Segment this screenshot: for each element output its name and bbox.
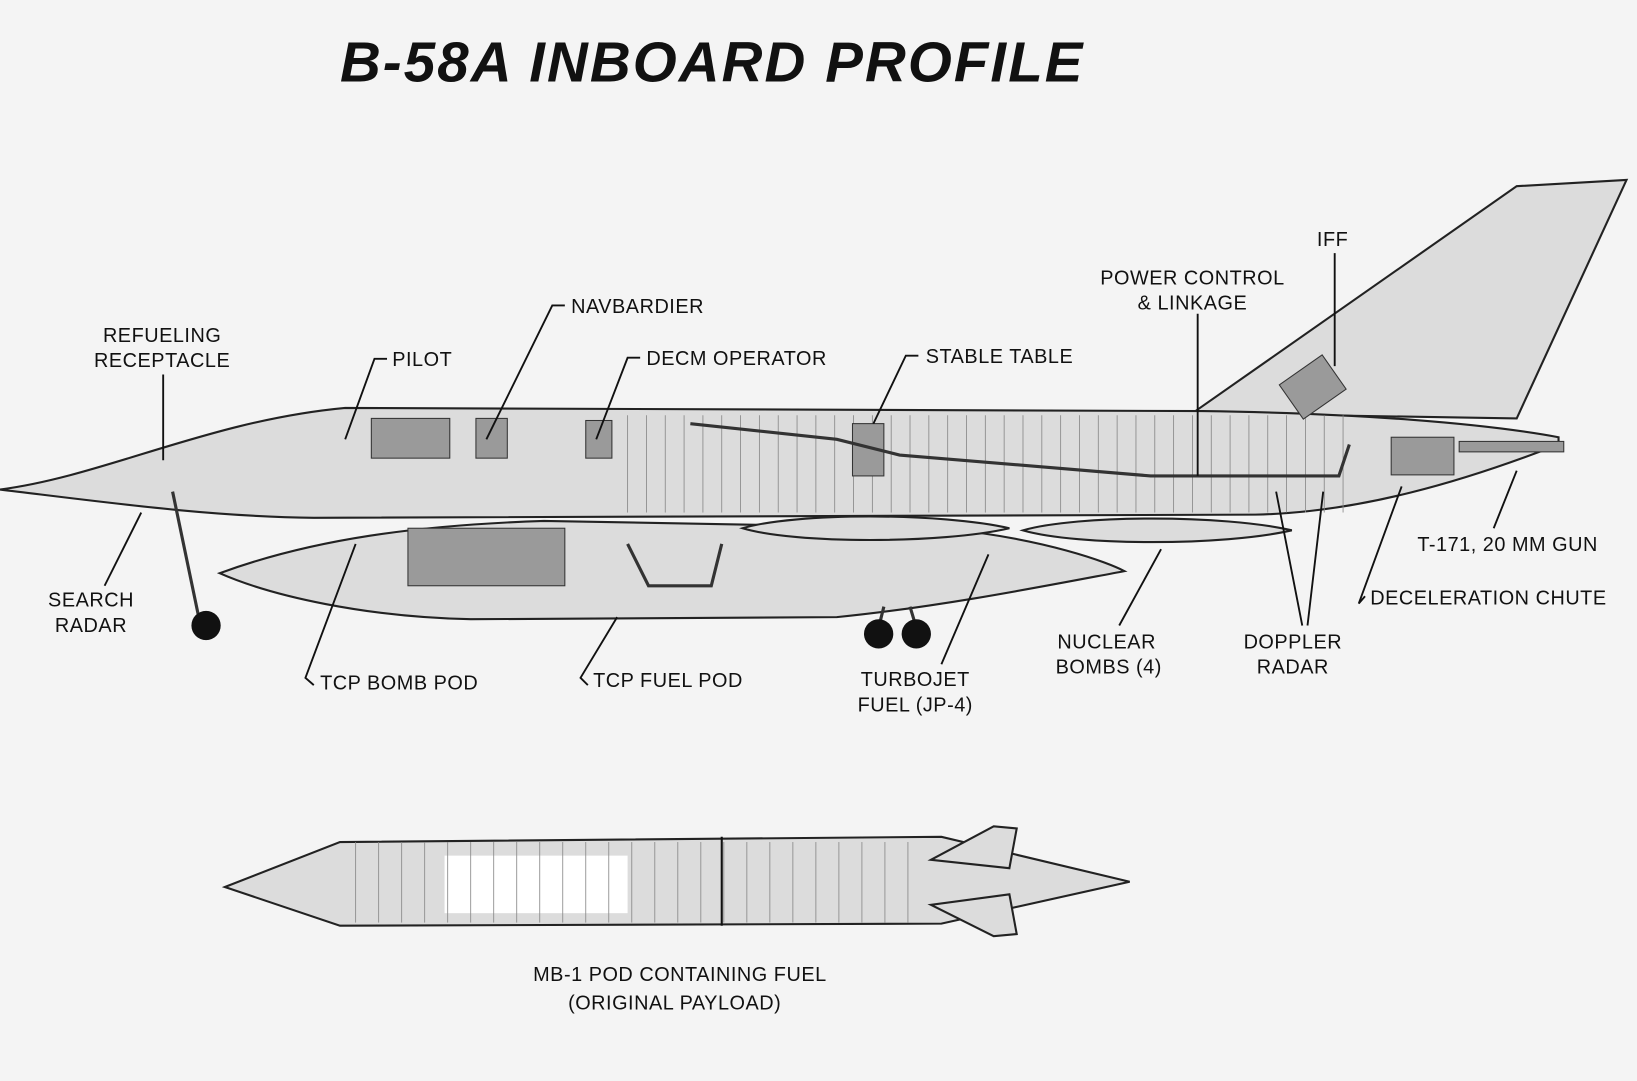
label-power-control: & LINKAGE: [1138, 293, 1248, 315]
crew-station: [370, 417, 451, 459]
chute-compartment: [1390, 436, 1455, 476]
nuclear-bomb: [1019, 517, 1293, 544]
label-iff: IFF: [1317, 229, 1348, 251]
label-turbojet-fuel: TURBOJET: [861, 669, 970, 691]
label-mb1-pod: MB-1 POD CONTAINING FUEL: [533, 964, 827, 986]
label-search-radar: RADAR: [55, 615, 127, 637]
label-gun: T-171, 20 MM GUN: [1417, 534, 1598, 556]
iff-unit: [1278, 354, 1347, 420]
crew-station: [585, 419, 613, 459]
nuclear-bomb: [739, 515, 1010, 542]
bomb-section: [407, 527, 566, 587]
tcp-pod: [216, 519, 1128, 621]
label-power-control: POWER CONTROL: [1100, 268, 1284, 290]
nose-wheel: [191, 610, 221, 641]
label-stable-table: STABLE TABLE: [926, 346, 1074, 368]
label-doppler-radar: DOPPLER: [1244, 632, 1343, 654]
label-deceleration-chute: DECELERATION CHUTE: [1370, 588, 1606, 610]
label-refueling: REFUELING: [103, 325, 221, 347]
mb1-frames: [355, 842, 909, 923]
mb1-fins: [927, 825, 1018, 938]
pod-plumbing: [626, 543, 724, 588]
label-doppler-radar: RADAR: [1257, 657, 1329, 679]
main-wheel: [901, 619, 931, 649]
title: B-58A INBOARD PROFILE: [340, 31, 1085, 94]
label-mb1-pod: (ORIGINAL PAYLOAD): [568, 992, 781, 1014]
label-decm-operator: DECM OPERATOR: [646, 348, 826, 370]
label-nuclear-bombs: BOMBS (4): [1056, 657, 1162, 679]
label-turbojet-fuel: FUEL (JP-4): [858, 694, 973, 716]
label-pilot: PILOT: [392, 349, 452, 371]
main-wheel: [863, 619, 894, 649]
fuselage: [0, 406, 1560, 519]
label-tcp-fuel-pod: TCP FUEL POD: [593, 670, 743, 692]
crew-station: [475, 417, 508, 459]
control-linkage: [690, 422, 1351, 478]
label-nuclear-bombs: NUCLEAR: [1057, 632, 1156, 654]
label-navbardier: NAVBARDIER: [571, 296, 704, 318]
nose-gear: [171, 491, 201, 618]
label-search-radar: SEARCH: [48, 590, 134, 612]
leader-lines: [103, 253, 1518, 686]
mb1-pod-cutout: [444, 855, 628, 914]
gun: [1458, 440, 1565, 453]
tail-fin: [1189, 178, 1629, 420]
label-tcp-bomb-pod: TCP BOMB POD: [320, 672, 478, 694]
label-refueling: RECEPTACLE: [94, 350, 230, 372]
